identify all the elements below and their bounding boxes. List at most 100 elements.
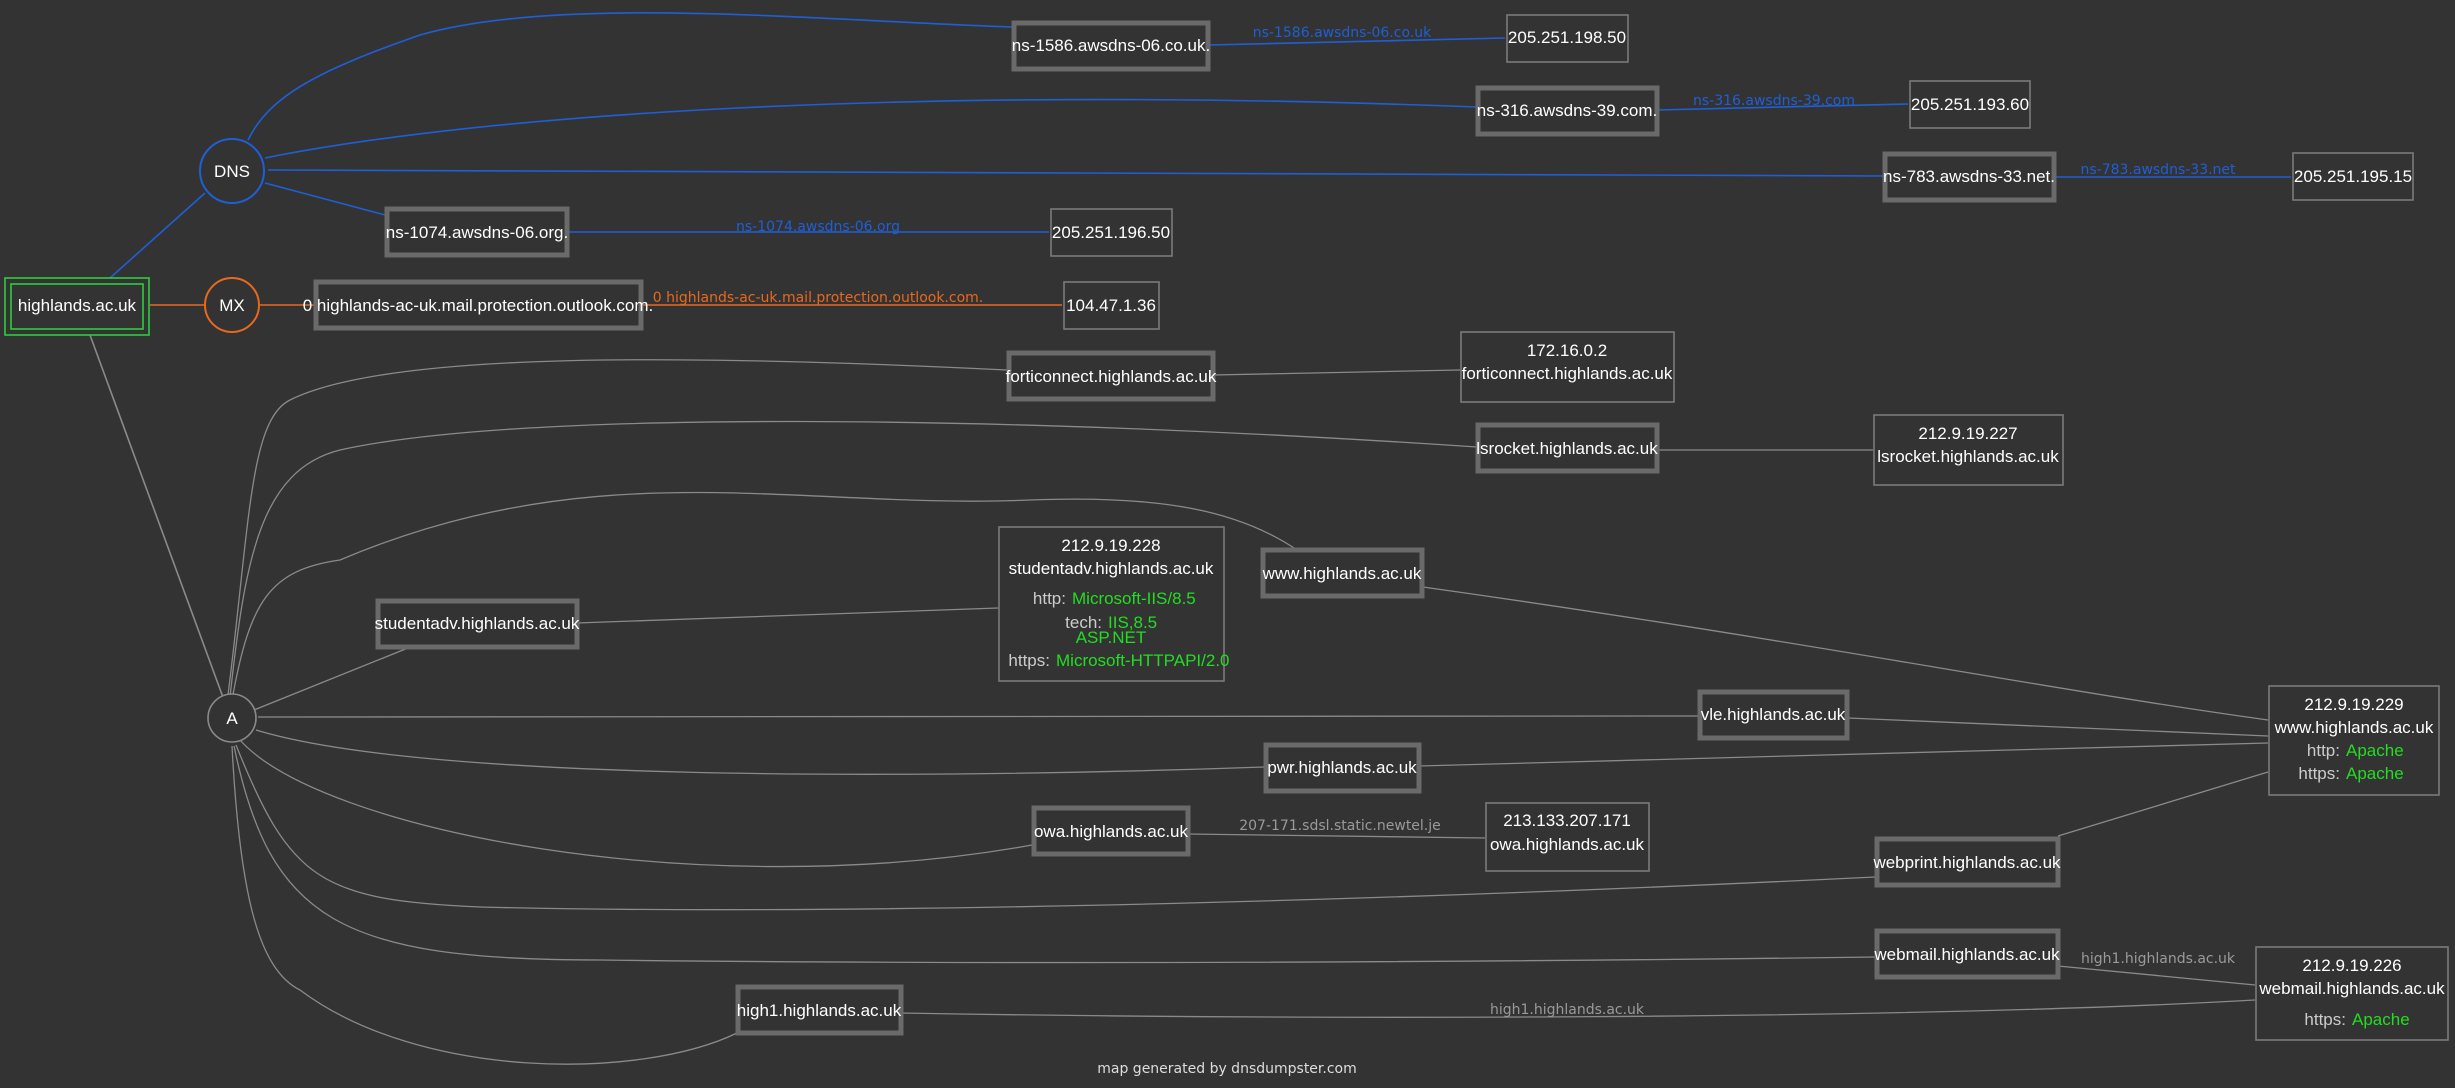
edge-root-dns xyxy=(109,192,206,279)
svg-text:Microsoft-HTTPAPI/2.0: Microsoft-HTTPAPI/2.0 xyxy=(1056,651,1230,670)
svg-text:DNS: DNS xyxy=(214,162,250,181)
ip-node-ns316[interactable]: 205.251.193.60 xyxy=(1909,80,2031,129)
svg-text:212.9.19.228: 212.9.19.228 xyxy=(1061,536,1160,555)
server-node-owa[interactable]: 213.133.207.171 owa.highlands.ac.uk xyxy=(1485,802,1650,872)
edge-vle-server xyxy=(1847,717,2269,737)
edge-a-studentadv xyxy=(253,647,409,711)
svg-text:http:: http: xyxy=(1033,589,1066,608)
a-category-node[interactable]: A xyxy=(207,693,257,743)
svg-text:212.9.19.229: 212.9.19.229 xyxy=(2304,695,2403,714)
svg-text:webprint.highlands.ac.uk: webprint.highlands.ac.uk xyxy=(1872,853,2061,872)
host-node-ns1586[interactable]: ns-1586.awsdns-06.co.uk. xyxy=(1011,20,1211,72)
host-node-www[interactable]: www.highlands.ac.uk xyxy=(1260,547,1425,599)
svg-text:webmail.highlands.ac.uk: webmail.highlands.ac.uk xyxy=(1873,945,2060,964)
svg-text:205.251.198.50: 205.251.198.50 xyxy=(1508,28,1626,47)
host-node-owa[interactable]: owa.highlands.ac.uk xyxy=(1031,805,1191,857)
server-node-lsrocket[interactable]: 212.9.19.227 lsrocket.highlands.ac.uk xyxy=(1873,414,2064,486)
edge-a-high1 xyxy=(231,745,738,1065)
svg-text:205.251.193.60: 205.251.193.60 xyxy=(1911,95,2029,114)
footer-credit: map generated by dnsdumpster.com xyxy=(1097,1061,1357,1077)
svg-text:highlands.ac.uk: highlands.ac.uk xyxy=(18,296,137,315)
svg-text:212.9.19.226: 212.9.19.226 xyxy=(2302,956,2401,975)
svg-text:172.16.0.2: 172.16.0.2 xyxy=(1527,341,1607,360)
host-node-studentadv[interactable]: studentadv.highlands.ac.uk xyxy=(375,598,580,650)
svg-text:studentadv.highlands.ac.uk: studentadv.highlands.ac.uk xyxy=(1009,559,1214,578)
svg-text:ns-316.awsdns-39.com.: ns-316.awsdns-39.com. xyxy=(1477,101,1657,120)
svg-text:MX: MX xyxy=(219,296,245,315)
edge-dns-ns1586 xyxy=(247,12,1013,141)
svg-text:forticonnect.highlands.ac.uk: forticonnect.highlands.ac.uk xyxy=(1462,364,1673,383)
edge-a-owa xyxy=(239,739,1033,868)
edge-high1-server xyxy=(900,999,2256,1018)
edge-label-webmail: high1.highlands.ac.uk xyxy=(2081,951,2236,967)
svg-text:tech:: tech: xyxy=(1065,613,1102,632)
server-node-www[interactable]: 212.9.19.229 www.highlands.ac.uk http: A… xyxy=(2268,685,2440,796)
svg-text:https:: https: xyxy=(2298,764,2340,783)
svg-text:205.251.196.50: 205.251.196.50 xyxy=(1052,223,1170,242)
host-node-pwr[interactable]: pwr.highlands.ac.uk xyxy=(1263,742,1422,794)
svg-text:http:: http: xyxy=(2307,741,2340,760)
edge-dns-ns316 xyxy=(264,98,1478,159)
svg-text:IIS,8.5: IIS,8.5 xyxy=(1108,613,1157,632)
svg-text:www.highlands.ac.uk: www.highlands.ac.uk xyxy=(2274,718,2434,737)
svg-text:webmail.highlands.ac.uk: webmail.highlands.ac.uk xyxy=(2258,979,2445,998)
edge-forticonnect-server xyxy=(1212,369,1461,376)
edge-ns1586-ip xyxy=(1207,37,1506,46)
svg-text:ns-1586.awsdns-06.co.uk.: ns-1586.awsdns-06.co.uk. xyxy=(1012,36,1210,55)
edge-label-ns1586: ns-1586.awsdns-06.co.uk xyxy=(1253,25,1432,41)
edge-label-ns316: ns-316.awsdns-39.com xyxy=(1693,93,1855,109)
edge-owa-server xyxy=(1187,833,1486,839)
server-node-studentadv[interactable]: 212.9.19.228 studentadv.highlands.ac.uk … xyxy=(998,526,1230,682)
svg-text:forticonnect.highlands.ac.uk: forticonnect.highlands.ac.uk xyxy=(1006,367,1217,386)
ip-node-ns783[interactable]: 205.251.195.15 xyxy=(2292,152,2414,201)
svg-text:ASP.NET: ASP.NET xyxy=(1076,628,1147,647)
ip-node-ns1074[interactable]: 205.251.196.50 xyxy=(1050,208,1173,257)
host-node-mx[interactable]: 0 highlands-ac-uk.mail.protection.outloo… xyxy=(303,279,654,331)
server-node-webmail[interactable]: 212.9.19.226 webmail.highlands.ac.uk htt… xyxy=(2255,946,2449,1041)
svg-text:ns-1074.awsdns-06.org.: ns-1074.awsdns-06.org. xyxy=(386,223,568,242)
svg-text:pwr.highlands.ac.uk: pwr.highlands.ac.uk xyxy=(1267,758,1417,777)
edge-a-webprint xyxy=(235,744,1876,911)
edge-pwr-server xyxy=(1418,742,2269,767)
svg-text:212.9.19.227: 212.9.19.227 xyxy=(1918,424,2017,443)
edge-webprint-server xyxy=(2057,771,2269,837)
host-node-ns783[interactable]: ns-783.awsdns-33.net. xyxy=(1882,151,2057,203)
root-node[interactable]: highlands.ac.uk xyxy=(4,277,150,336)
host-node-vle[interactable]: vle.highlands.ac.uk xyxy=(1697,689,1850,741)
edge-label-ns783: ns-783.awsdns-33.net xyxy=(2080,162,2236,178)
svg-text:lsrocket.highlands.ac.uk: lsrocket.highlands.ac.uk xyxy=(1476,439,1658,458)
svg-text:Apache: Apache xyxy=(2346,764,2404,783)
svg-text:owa.highlands.ac.uk: owa.highlands.ac.uk xyxy=(1490,835,1645,854)
edge-label-high1: high1.highlands.ac.uk xyxy=(1490,1002,1645,1018)
edge-dns-ns783 xyxy=(267,169,1886,177)
edge-a-pwr xyxy=(255,729,1265,775)
svg-text:0 highlands-ac-uk.mail.protect: 0 highlands-ac-uk.mail.protection.outloo… xyxy=(303,296,654,315)
svg-text:Microsoft-IIS/8.5: Microsoft-IIS/8.5 xyxy=(1072,589,1196,608)
svg-text:205.251.195.15: 205.251.195.15 xyxy=(2294,167,2412,186)
host-node-forticonnect[interactable]: forticonnect.highlands.ac.uk xyxy=(1006,350,1217,402)
svg-text:lsrocket.highlands.ac.uk: lsrocket.highlands.ac.uk xyxy=(1877,447,2059,466)
svg-text:ns-783.awsdns-33.net.: ns-783.awsdns-33.net. xyxy=(1883,167,2055,186)
svg-text:www.highlands.ac.uk: www.highlands.ac.uk xyxy=(1262,564,1422,583)
edge-webmail-server xyxy=(2057,965,2256,986)
dns-category-node[interactable]: DNS xyxy=(199,138,265,204)
edge-a-forticonnect xyxy=(227,359,1008,696)
edge-dns-ns1074 xyxy=(264,182,386,216)
host-node-high1[interactable]: high1.highlands.ac.uk xyxy=(735,984,904,1036)
ip-node-ns1586[interactable]: 205.251.198.50 xyxy=(1506,14,1629,63)
svg-text:A: A xyxy=(226,709,238,728)
ip-node-mx[interactable]: 104.47.1.36 xyxy=(1063,281,1160,330)
host-node-webmail[interactable]: webmail.highlands.ac.uk xyxy=(1873,928,2061,980)
host-node-webprint[interactable]: webprint.highlands.ac.uk xyxy=(1872,836,2061,888)
server-node-forticonnect[interactable]: 172.16.0.2 forticonnect.highlands.ac.uk xyxy=(1460,331,1675,403)
host-node-ns316[interactable]: ns-316.awsdns-39.com. xyxy=(1475,85,1660,137)
svg-text:studentadv.highlands.ac.uk: studentadv.highlands.ac.uk xyxy=(375,614,580,633)
svg-text:vle.highlands.ac.uk: vle.highlands.ac.uk xyxy=(1701,705,1846,724)
host-node-ns1074[interactable]: ns-1074.awsdns-06.org. xyxy=(384,206,570,258)
svg-text:high1.highlands.ac.uk: high1.highlands.ac.uk xyxy=(737,1001,902,1020)
edge-a-vle xyxy=(257,715,1699,718)
host-node-lsrocket[interactable]: lsrocket.highlands.ac.uk xyxy=(1475,422,1660,474)
edge-a-lsrocket xyxy=(229,420,1478,698)
mx-category-node[interactable]: MX xyxy=(204,277,260,333)
